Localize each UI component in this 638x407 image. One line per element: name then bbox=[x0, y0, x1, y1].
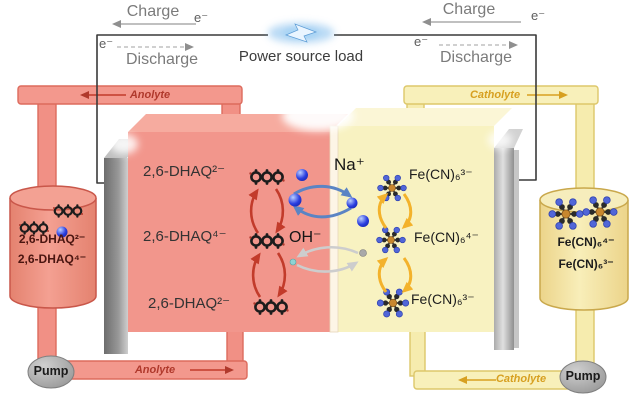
sodium-ions bbox=[56, 169, 369, 238]
catholyte-tank-species-2: Fe(CN)₆³⁻ bbox=[558, 257, 614, 271]
cathode-electrode bbox=[494, 148, 514, 350]
catholyte-tank-species-1: Fe(CN)₆⁴⁻ bbox=[557, 235, 615, 249]
cathode-species-label: Fe(CN)₆³⁻ bbox=[411, 291, 475, 307]
anode-species-label: 2,6-DHAQ²⁻ bbox=[143, 163, 226, 180]
catholyte-pipe-label-top: Catholyte bbox=[469, 89, 521, 101]
flow-direction-arrows bbox=[80, 91, 568, 384]
anode-chamber bbox=[128, 132, 330, 332]
catholyte-pipe-label-bottom: Catholyte bbox=[495, 373, 547, 385]
electron-label: e⁻ bbox=[99, 36, 114, 51]
pump-right-label: Pump bbox=[565, 369, 601, 383]
anolyte-pipe-label-top: Anolyte bbox=[129, 89, 171, 101]
discharge-label-right: Discharge bbox=[439, 49, 513, 66]
anolyte-tank-species-1: 2,6-DHAQ²⁻ bbox=[18, 232, 86, 246]
anolyte-tank bbox=[9, 185, 97, 309]
electron-flow-arrows bbox=[112, 18, 521, 51]
cathode-species-label: Fe(CN)₆⁴⁻ bbox=[414, 229, 479, 245]
cathode-chamber bbox=[338, 126, 494, 332]
anode-redox-arrows bbox=[248, 188, 288, 298]
sodium-ion-label: Na⁺ bbox=[334, 155, 365, 174]
vapor-highlight bbox=[488, 131, 512, 149]
electron-label: e⁻ bbox=[194, 10, 209, 25]
pump-left-label: Pump bbox=[33, 364, 69, 378]
cathode-electrode-side bbox=[514, 150, 519, 348]
pump-right-body bbox=[559, 360, 607, 394]
cathode-chamber-top bbox=[338, 108, 512, 126]
power-source-load-label: Power source load bbox=[238, 48, 364, 65]
pump-left-body bbox=[27, 355, 75, 389]
wire-right bbox=[334, 34, 537, 181]
anode-electrode bbox=[104, 158, 128, 354]
hydroxide-exchange-arrows bbox=[296, 246, 359, 273]
cathode-species-label: Fe(CN)₆³⁻ bbox=[409, 166, 473, 182]
cathode-redox-arrows bbox=[376, 193, 414, 293]
circuit-wires bbox=[96, 34, 537, 184]
electron-label: e⁻ bbox=[531, 8, 546, 23]
electrochemical-cell bbox=[104, 101, 523, 354]
electron-label: e⁻ bbox=[414, 34, 429, 49]
anode-species-label: 2,6-DHAQ²⁻ bbox=[148, 295, 231, 312]
vapor-highlight bbox=[110, 134, 138, 154]
anolyte-tank-species-2: 2,6-DHAQ⁴⁻ bbox=[17, 252, 87, 266]
discharge-label-left: Discharge bbox=[125, 51, 199, 68]
charge-label-left: Charge bbox=[126, 3, 180, 20]
vapor-highlight bbox=[282, 101, 354, 131]
anode-species-label: 2,6-DHAQ⁴⁻ bbox=[143, 228, 227, 245]
anolyte-pipe-label-bottom: Anolyte bbox=[134, 364, 176, 376]
hydroxide-ion-label: OH⁻ bbox=[289, 229, 322, 246]
wire-left bbox=[96, 34, 268, 184]
charge-label-right: Charge bbox=[442, 1, 496, 18]
spark-icon bbox=[268, 23, 334, 43]
hydroxide-ions bbox=[289, 249, 367, 266]
sodium-exchange-arrows bbox=[292, 184, 353, 219]
